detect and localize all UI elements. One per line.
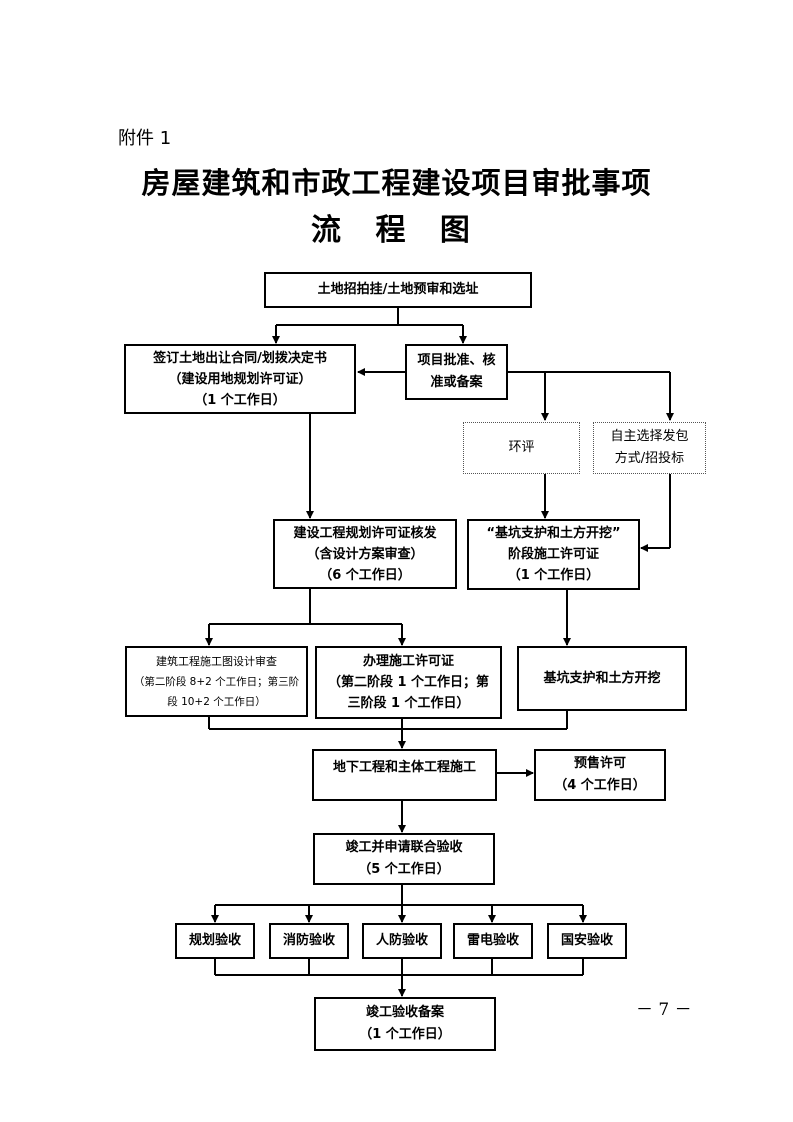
- node-project-approval: 项目批准、核 准或备案: [405, 344, 508, 400]
- node-sign-contract-line-3: （1 个工作日）: [194, 392, 286, 408]
- node-sign-contract: 签订土地出让合同/划拨决定书 （建设用地规划许可证） （1 个工作日）: [124, 344, 356, 414]
- node-civil-defense-acceptance: 人防验收: [362, 923, 442, 959]
- node-underground-construction-line-1: 地下工程和主体工程施工: [332, 760, 476, 775]
- node-construction-permit-line-2: （第二阶段 1 个工作日；第: [327, 675, 490, 690]
- node-lightning-acceptance-line-1: 雷电验收: [466, 933, 519, 948]
- node-drawing-review-line-3: 段 10+2 个工作日）: [167, 695, 266, 708]
- node-sign-contract-line-2: （建设用地规划许可证）: [168, 371, 312, 387]
- node-planning-permit-line-2: （含设计方案审查）: [306, 546, 424, 562]
- node-completion-filing-line-2: （1 个工作日）: [359, 1027, 451, 1042]
- node-eia-line-1: 环评: [508, 440, 535, 455]
- node-security-acceptance-line-1: 国安验收: [560, 933, 613, 948]
- node-pit-excavation-line-1: 基坑支护和土方开挖: [543, 670, 661, 686]
- node-construction-permit-line-1: 办理施工许可证: [362, 654, 454, 669]
- node-lightning-acceptance: 雷电验收: [453, 923, 533, 959]
- node-presale-permit-line-1: 预售许可: [573, 756, 626, 771]
- node-underground-construction: 地下工程和主体工程施工: [312, 749, 497, 801]
- attachment-label: 附件 1: [118, 128, 172, 149]
- node-fire-acceptance-line-1: 消防验收: [282, 933, 335, 948]
- node-planning-acceptance: 规划验收: [175, 923, 255, 959]
- node-civil-defense-acceptance-line-1: 人防验收: [375, 933, 428, 948]
- node-planning-permit-line-3: （6 个工作日）: [319, 567, 411, 583]
- node-planning-acceptance-line-1: 规划验收: [188, 933, 241, 948]
- node-pit-permit-line-1: “基坑支护和土方开挖”: [486, 526, 621, 541]
- node-contract-mode-line-2: 方式/招投标: [614, 451, 685, 466]
- node-joint-acceptance-line-1: 竣工并申请联合验收: [345, 840, 463, 855]
- node-eia: 环评: [463, 422, 580, 474]
- node-security-acceptance: 国安验收: [547, 923, 627, 959]
- node-construction-permit: 办理施工许可证 （第二阶段 1 个工作日；第 三阶段 1 个工作日）: [315, 646, 502, 719]
- node-drawing-review-line-1: 建筑工程施工图设计审查: [156, 654, 277, 668]
- node-completion-filing-line-1: 竣工验收备案: [365, 1005, 444, 1020]
- node-pit-permit: “基坑支护和土方开挖” 阶段施工许可证 （1 个工作日）: [467, 519, 640, 590]
- page-title: 房屋建筑和市政工程建设项目审批事项: [141, 166, 652, 200]
- page-subtitle: 流 程 图: [311, 213, 482, 248]
- node-sign-contract-line-1: 签订土地出让合同/划拨决定书: [153, 350, 327, 366]
- node-completion-filing: 竣工验收备案 （1 个工作日）: [314, 997, 496, 1051]
- node-joint-acceptance-line-2: （5 个工作日）: [358, 862, 450, 877]
- node-presale-permit: 预售许可 （4 个工作日）: [534, 749, 666, 801]
- node-drawing-review: 建筑工程施工图设计审查 （第二阶段 8+2 个工作日；第三阶 段 10+2 个工…: [125, 646, 308, 717]
- node-pit-permit-line-3: （1 个工作日）: [507, 568, 600, 583]
- node-project-approval-line-1: 项目批准、核: [417, 353, 496, 368]
- node-project-approval-line-2: 准或备案: [430, 375, 483, 390]
- node-pit-excavation: 基坑支护和土方开挖: [517, 646, 687, 711]
- node-contract-mode-line-1: 自主选择发包: [610, 429, 689, 444]
- node-land-auction-line-1: 土地招拍挂/土地预审和选址: [317, 282, 479, 297]
- node-planning-permit-line-1: 建设工程规划许可证核发: [293, 525, 437, 541]
- node-planning-permit: 建设工程规划许可证核发 （含设计方案审查） （6 个工作日）: [273, 519, 457, 589]
- node-land-auction: 土地招拍挂/土地预审和选址: [264, 272, 532, 308]
- node-drawing-review-line-2: （第二阶段 8+2 个工作日；第三阶: [133, 675, 300, 688]
- node-fire-acceptance: 消防验收: [269, 923, 349, 959]
- node-contract-mode: 自主选择发包 方式/招投标: [593, 422, 706, 474]
- page-number: － 7 －: [636, 1000, 692, 1020]
- node-joint-acceptance: 竣工并申请联合验收 （5 个工作日）: [313, 833, 495, 885]
- node-presale-permit-line-2: （4 个工作日）: [554, 778, 646, 793]
- node-pit-permit-line-2: 阶段施工许可证: [507, 547, 599, 562]
- node-construction-permit-line-3: 三阶段 1 个工作日）: [347, 696, 470, 711]
